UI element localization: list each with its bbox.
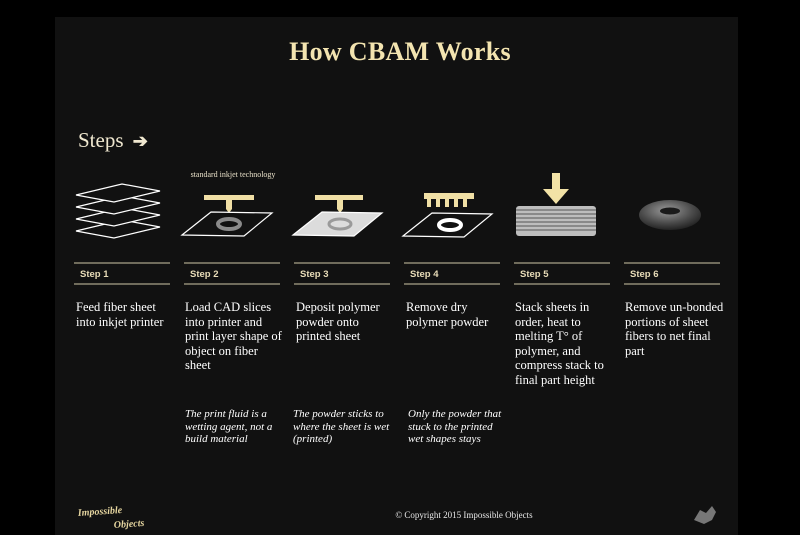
- step-6-tag: Step 6: [630, 269, 659, 280]
- step-5-description: Stack sheets in order, heat to melting T…: [515, 300, 604, 387]
- slide-background: [55, 17, 738, 535]
- step-5-tag: Step 5: [520, 269, 549, 280]
- compress-stack-icon: [516, 173, 596, 236]
- copyright-text: © Copyright 2015 Impossible Objects: [395, 510, 533, 520]
- step-3-tag: Step 3: [300, 269, 329, 280]
- page-title: How CBAM Works: [289, 37, 511, 66]
- company-logo: Impossible Objects: [76, 504, 172, 531]
- step-dividers: [74, 262, 720, 285]
- right-arrow-icon: ➔: [132, 131, 148, 151]
- powder-deposit-icon: [291, 195, 384, 237]
- step-2-note: The print fluid is a wetting agent, not …: [185, 408, 273, 445]
- inkjet-printer-icon: [180, 195, 274, 237]
- step-4-note: Only the powder that stuck to the printe…: [408, 408, 502, 445]
- step-3-description: Deposit polymer powder onto printed shee…: [296, 300, 380, 343]
- step-2-tag: Step 2: [190, 269, 219, 280]
- steps-heading: Steps ➔: [78, 128, 148, 153]
- steps-heading-text: Steps: [78, 128, 124, 152]
- step-1-tag: Step 1: [80, 269, 109, 280]
- step-3-note: The powder sticks to where the sheet is …: [293, 408, 390, 445]
- step-1-description: Feed fiber sheet into inkjet printer: [76, 300, 164, 329]
- tech-label: standard inkjet technology: [190, 170, 276, 179]
- final-part-torus-icon: [639, 200, 701, 230]
- decorative-mark-icon: [694, 506, 716, 524]
- step-6-description: Remove un-bonded portions of sheet fiber…: [625, 300, 724, 358]
- step-2-description: Load CAD slices into printer and print l…: [185, 300, 282, 372]
- step-4-tag: Step 4: [410, 269, 439, 280]
- logo-text-2: Objects: [113, 518, 144, 530]
- logo-text-1: Impossible: [78, 505, 123, 519]
- step-4-description: Remove dry polymer powder: [406, 300, 489, 329]
- powder-removal-icon: [401, 193, 494, 238]
- sheet-stack-icon: [75, 183, 161, 239]
